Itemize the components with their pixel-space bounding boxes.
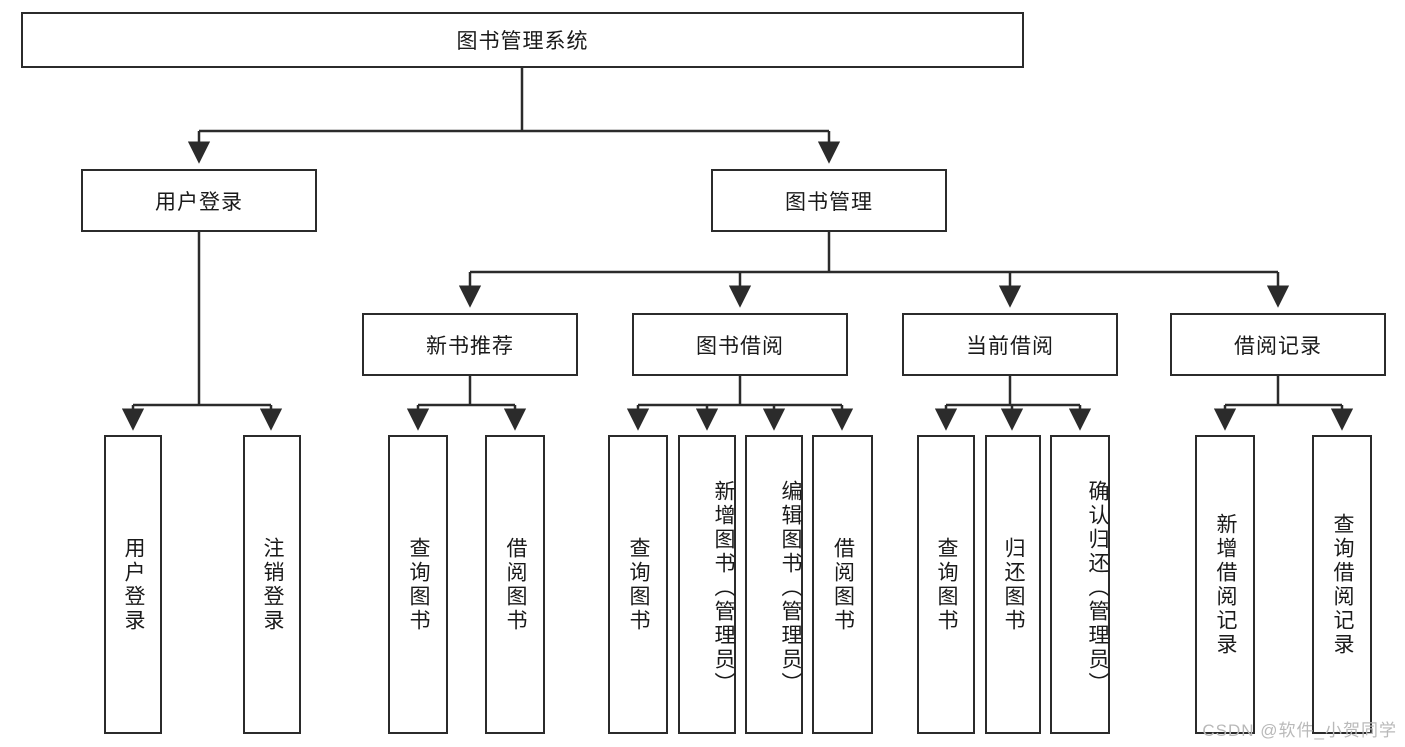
leaf-current-return-book[interactable]: 归还图书	[985, 435, 1041, 734]
node-current-borrow[interactable]: 当前借阅	[902, 313, 1118, 376]
node-label: 注销登录	[261, 536, 285, 633]
node-label: 图书管理系统	[456, 30, 589, 53]
node-label: 借阅图书	[504, 536, 528, 633]
node-root-library-system[interactable]: 图书管理系统	[21, 12, 1024, 68]
leaf-borrow-edit-book-admin[interactable]: 编辑图书（管理员）	[745, 435, 803, 734]
leaf-recommend-query-book[interactable]: 查询图书	[388, 435, 448, 734]
leaf-recommend-borrow-book[interactable]: 借阅图书	[485, 435, 545, 734]
node-label: 当前借阅	[966, 334, 1054, 358]
leaf-current-confirm-return-admin[interactable]: 确认归还（管理员）	[1050, 435, 1110, 734]
leaf-record-add-record[interactable]: 新增借阅记录	[1195, 435, 1255, 734]
node-label: 查询图书	[407, 536, 431, 633]
csdn-watermark: CSDN @软件_小贺同学	[1202, 721, 1397, 740]
node-book-borrow[interactable]: 图书借阅	[632, 313, 848, 376]
node-book-management[interactable]: 图书管理	[711, 169, 947, 232]
node-label: 新书推荐	[426, 334, 514, 358]
node-label: 新增借阅记录	[1214, 512, 1238, 657]
leaf-borrow-add-book-admin[interactable]: 新增图书（管理员）	[678, 435, 736, 734]
node-label: 用户登录	[155, 190, 243, 214]
node-label: 确认归还（管理员）	[1086, 479, 1109, 696]
node-label: 用户登录	[122, 536, 146, 633]
node-label: 新增图书（管理员）	[712, 479, 735, 696]
leaf-current-query-book[interactable]: 查询图书	[917, 435, 975, 734]
node-label: 查询借阅记录	[1331, 512, 1355, 657]
leaf-borrow-borrow-book[interactable]: 借阅图书	[812, 435, 873, 734]
leaf-borrow-query-book[interactable]: 查询图书	[608, 435, 668, 734]
node-label: 图书借阅	[696, 334, 784, 358]
node-user-login[interactable]: 用户登录	[81, 169, 317, 232]
node-label: 查询图书	[935, 536, 959, 633]
leaf-user-login-signin[interactable]: 用户登录	[104, 435, 162, 734]
node-label: 借阅图书	[831, 536, 855, 633]
node-label: 查询图书	[627, 536, 651, 633]
node-borrow-record[interactable]: 借阅记录	[1170, 313, 1386, 376]
node-label: 编辑图书（管理员）	[779, 479, 802, 696]
node-new-book-recommend[interactable]: 新书推荐	[362, 313, 578, 376]
leaf-user-login-signout[interactable]: 注销登录	[243, 435, 301, 734]
node-label: 归还图书	[1002, 536, 1026, 633]
node-label: 借阅记录	[1234, 334, 1322, 358]
node-label: 图书管理	[785, 190, 873, 214]
leaf-record-query-record[interactable]: 查询借阅记录	[1312, 435, 1372, 734]
